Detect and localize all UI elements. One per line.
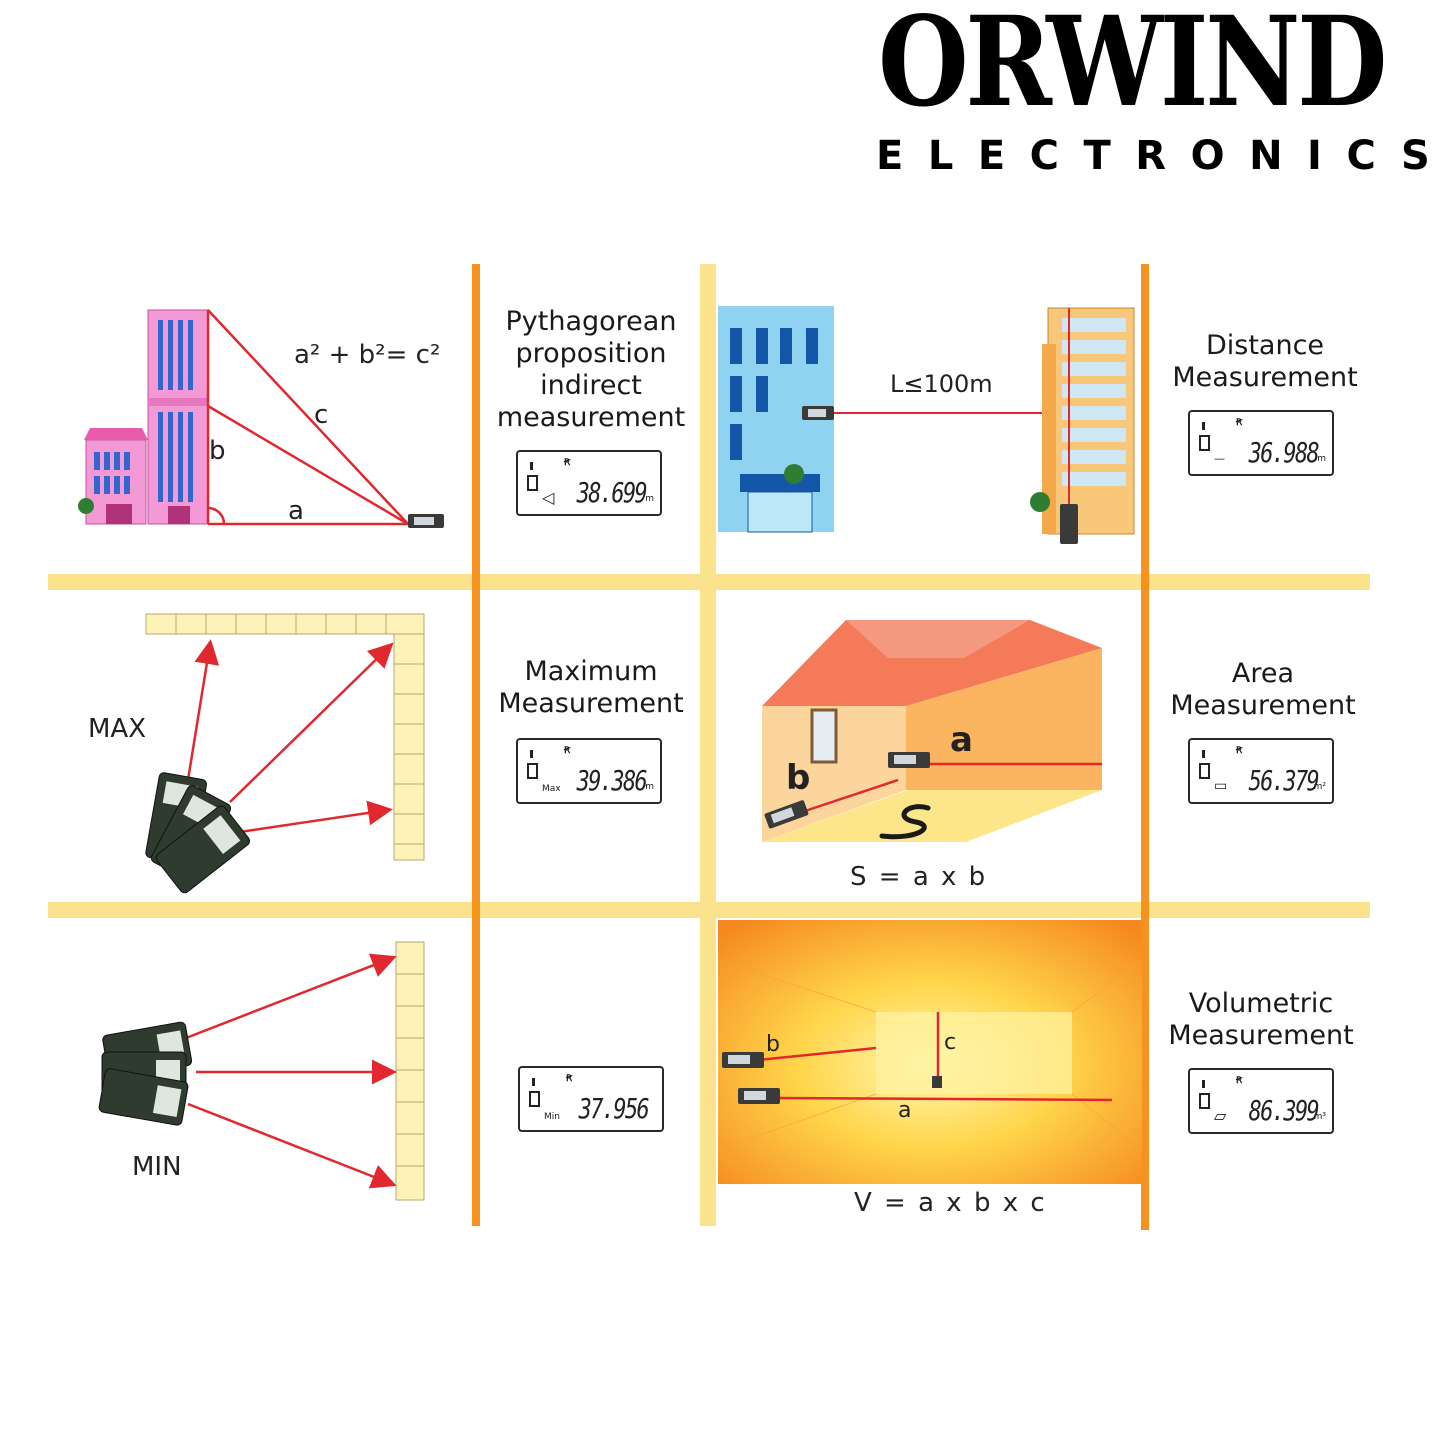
tall-building-windows [158,320,193,502]
distance-illustration [718,306,1135,544]
area-title: Area Measurement [1170,658,1356,721]
maximum-title: Maximum Measurement [498,656,684,719]
pythagorean-label-a: a [288,496,304,526]
volume-illustration [717,920,1143,1184]
display-unit: m [1317,454,1326,464]
max-label: MAX [88,714,147,744]
area-formula: S = a x b [850,862,988,892]
device-status-icon [1199,422,1210,451]
device-status-icon [527,462,538,491]
pythagorean-label-c: c [314,400,329,430]
device-status-icon [1199,1080,1210,1109]
volume-formula: V = a x b x c [854,1188,1047,1218]
display-mode: ◁ [542,488,555,507]
pythagorean-label-b: b [209,436,226,466]
display-mode: Max [542,784,561,794]
device-status-icon [529,1078,540,1107]
volume-label-c: c [944,1030,957,1055]
display-unit: m [645,782,654,792]
display-indicator: Ꞧ [566,1074,573,1084]
distance-display: Ꞧ — 36.988 m [1188,410,1334,476]
display-indicator: Ꞧ [1236,1076,1243,1086]
display-indicator: Ꞧ [564,458,571,468]
grid-col-divider-3 [1141,264,1149,1230]
maximum-display: Ꞧ Max 39.386 m [516,738,662,804]
display-value: 37.956 [578,1092,649,1125]
device-status-icon [527,750,538,779]
area-label-b: b [786,758,811,798]
pythagorean-display: Ꞧ ◁ 38.699 m [516,450,662,516]
grid-col-divider-1 [472,264,480,1226]
display-value: 86.399 [1248,1094,1319,1127]
display-unit: m [645,494,654,504]
display-indicator: Ꞧ [1236,746,1243,756]
pythagorean-illustration [78,309,444,528]
area-illustration [762,620,1102,842]
display-mode: — [1214,452,1225,465]
display-mode: ▱ [1214,1106,1227,1125]
volume-title: Volumetric Measurement [1168,988,1354,1051]
display-indicator: Ꞧ [564,746,571,756]
grid-col-divider-2 [700,264,716,1226]
minimum-illustration [98,941,425,1201]
display-unit: m³ [1313,1112,1326,1122]
minimum-display: Ꞧ Min 37.956 m [518,1066,664,1132]
display-indicator: Ꞧ [1236,418,1243,428]
distance-range-label: L≤100m [890,370,993,398]
display-value: 56.379 [1248,764,1319,797]
distance-title: Distance Measurement [1172,330,1358,393]
pythagorean-title: Pythagorean proposition indirect measure… [496,306,686,433]
display-mode: ▭ [1214,778,1228,794]
display-unit: m² [1313,782,1326,792]
min-label: MIN [132,1152,182,1182]
volume-label-a: a [898,1098,912,1123]
maximum-illustration [145,613,425,894]
device-status-icon [1199,750,1210,779]
volume-label-b: b [766,1032,780,1057]
volume-display: Ꞧ ▱ 86.399 m³ [1188,1068,1334,1134]
display-value: 39.386 [576,764,647,797]
display-value: 36.988 [1248,436,1319,469]
pythagorean-formula: a² + b²= c² [294,340,441,370]
brand-logo-name: ORWIND [878,0,1387,135]
area-display: Ꞧ ▭ 56.379 m² [1188,738,1334,804]
area-label-a: a [950,720,973,760]
display-mode: Min [544,1112,560,1122]
display-value: 38.699 [576,476,647,509]
brand-logo-subtitle: ELECTRONICS [876,133,1445,179]
